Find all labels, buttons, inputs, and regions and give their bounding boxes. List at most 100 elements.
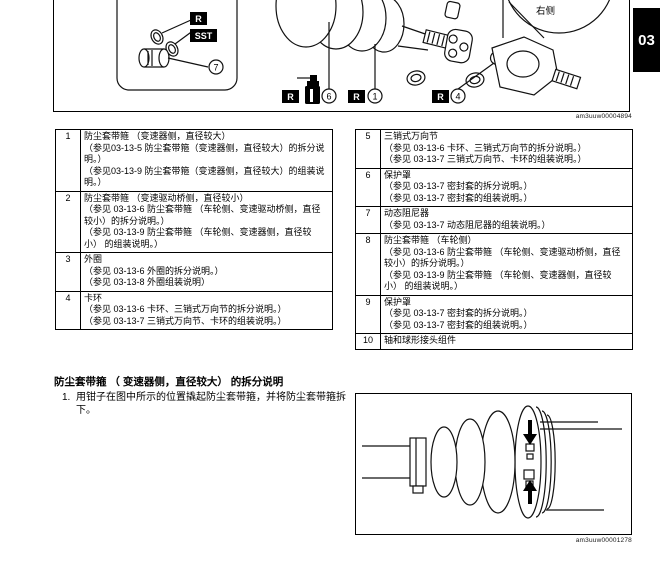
r-tag-shaft [348,90,365,103]
part-number: 5 [355,129,381,169]
figure-bottom-code: am3uuw00001278 [575,537,632,544]
part-number: 4 [55,290,81,330]
part-description-line: （参见 03-13-6 防尘套带箍 （车轮侧、变速驱动桥侧，直径较小）的拆分说明… [84,204,321,226]
part-description-line: （参见 03-13-6 卡环、三销式万向节的拆分说明。） [384,142,587,153]
r-tag-shaft-label: R [353,92,360,102]
callout-1-circle [367,88,383,104]
part-description-line: 轴和球形接头组件 [384,335,457,345]
part-description-line: （参见 03-13-7 密封套的组装说明。） [384,192,533,203]
part-number: 9 [355,294,381,334]
part-description-line: 防尘套带箍 （变速驱动桥侧，直径较小） [84,192,249,203]
part-description: 保护罩（参见 03-13-7 密封套的拆分说明。）（参见 03-13-7 密封套… [380,167,633,207]
part-description-line: （参见 03-13-9 防尘套带箍 （车轮侧、变速器侧，直径较小） 的组装说明。… [84,227,312,249]
callout-6-circle [321,88,337,104]
part-description: 保护罩（参见 03-13-7 密封套的拆分说明。）（参见 03-13-7 密封套… [380,294,633,334]
part-description-line: （参见 03-13-7 三销式万向节、卡环的组装说明。） [384,154,587,164]
part-description-line: 防尘套带箍 （车轮侧） [384,235,477,245]
clamp-tab [525,443,535,452]
part-number: 1 [55,129,81,192]
part-number: 6 [355,167,381,207]
step-1: 1. 用钳子在图中所示的位置撬起防尘套带箍，并将防尘套带箍拆下。 [62,391,354,417]
part-number: 3 [55,252,81,292]
part-description-line: （参见 03-13-6 卡环、三销式万向节的拆分说明。） [84,304,287,314]
step-number: 1. [62,392,71,403]
boot-bellows [430,410,516,514]
boot-clamp-figure [355,393,632,535]
section-tab-label: 03 [638,31,655,49]
clamp-tab [523,469,535,480]
right-side-inset-circle [507,0,611,34]
clamp-tab [526,453,534,460]
boot-clamp-band [514,405,556,519]
r-tag-sst-label: R [195,14,202,24]
part-number: 10 [355,333,381,350]
exploded-view-drawing: R SST 7 [116,0,611,104]
part-description: 轴和球形接头组件 [380,333,633,350]
part-description-line: （参见 03-13-6 外圈的拆分说明。） [84,265,224,276]
part-description-line: 保护罩 [384,296,412,307]
callout-7-label: 7 [213,63,218,73]
boot-and-shaft [275,0,457,53]
part-description-line: （参见 03-13-9 防尘套带箍 （车轮侧、变速器侧，直径较小） 的组装说明。… [384,269,612,292]
part-description: 动态阻尼器（参见 03-13-7 动态阻尼器的组装说明。） [380,206,633,234]
part-description-line: （参见 03-13-7 密封套的拆分说明。） [384,181,533,191]
r-tag-grease-label: R [287,92,294,102]
callout-7-circle [208,59,224,75]
part-description-line: （参见 03-13-7 三销式万向节、卡环的组装说明。） [84,315,287,326]
callout-4-circle [450,88,466,104]
part-description-line: （参见03-13-5 防尘套带箍（变速器侧，直径较大）的拆分说明。） [84,142,325,165]
sst-tag-label: SST [195,31,213,41]
step-text: 用钳子在图中所示的位置撬起防尘套带箍，并将防尘套带箍拆下。 [76,392,346,416]
part-description: 防尘套带箍 （变速驱动桥侧，直径较小）（参见 03-13-6 防尘套带箍 （车轮… [80,190,333,253]
right-side-label: 右侧 [536,5,555,17]
boot-clamp-drawing [362,405,622,519]
part-description-line: 三销式万向节 [384,131,439,141]
part-description: 防尘套带箍 （车轮侧）（参见 03-13-6 防尘套带箍 （车轮侧、变速驱动桥侧… [380,233,633,296]
sst-tag [190,29,217,42]
part-description-line: 动态阻尼器 [384,208,430,218]
r-tag-ring-label: R [437,92,444,102]
cv-joint-housing [491,36,582,96]
part-description: 卡环（参见 03-13-6 卡环、三销式万向节的拆分说明。）（参见 03-13-… [80,290,333,330]
part-description-line: （参见 03-13-6 防尘套带箍 （车轮侧、变速驱动桥侧，直径较小）的拆分说明… [384,246,621,269]
tripod-joint-parts [406,0,505,88]
part-number: 2 [55,190,81,253]
part-description-line: （参见 03-13-7 密封套的拆分说明。） [384,308,533,318]
part-description-line: （参见 03-13-7 动态阻尼器的组装说明。） [384,219,551,230]
part-number: 7 [355,206,381,234]
part-description-line: （参见 03-13-8 外圈组装说明） [84,277,211,287]
sst-cap-parts [138,29,179,68]
section-heading: 防尘套带箍 （ 变速器侧，直径较大） 的拆分说明 [54,376,284,388]
r-tag-sst [190,12,207,25]
part-description-line: 防尘套带箍 （变速器侧，直径较大） [84,131,231,141]
section-tab-03: 03 [633,8,660,72]
callout-4-label: 4 [455,92,460,102]
part-description-line: （参见03-13-9 防尘套带箍（变速器侧，直径较大）的组装说明。） [84,165,325,188]
grease-bottle-icon [297,75,320,104]
r-tag-ring [432,90,449,103]
clamp-arrow-down-icon [523,420,537,445]
part-description-line: （参见 03-13-7 密封套的组装说明。） [384,319,533,330]
part-description: 外圈（参见 03-13-6 外圈的拆分说明。）（参见 03-13-8 外圈组装说… [80,252,333,292]
part-description-line: 外圈 [84,254,103,264]
callout-1-label: 1 [372,92,377,102]
part-description-line: 保护罩 [384,169,412,180]
part-number: 8 [355,233,381,296]
callout-6-label: 6 [326,92,331,102]
clamp-arrow-up-icon [523,480,537,504]
exploded-view-figure: R SST 7 [53,0,630,112]
part-description: 防尘套带箍 （变速器侧，直径较大）（参见03-13-5 防尘套带箍（变速器侧，直… [80,129,333,192]
sst-inset-box [116,0,238,91]
